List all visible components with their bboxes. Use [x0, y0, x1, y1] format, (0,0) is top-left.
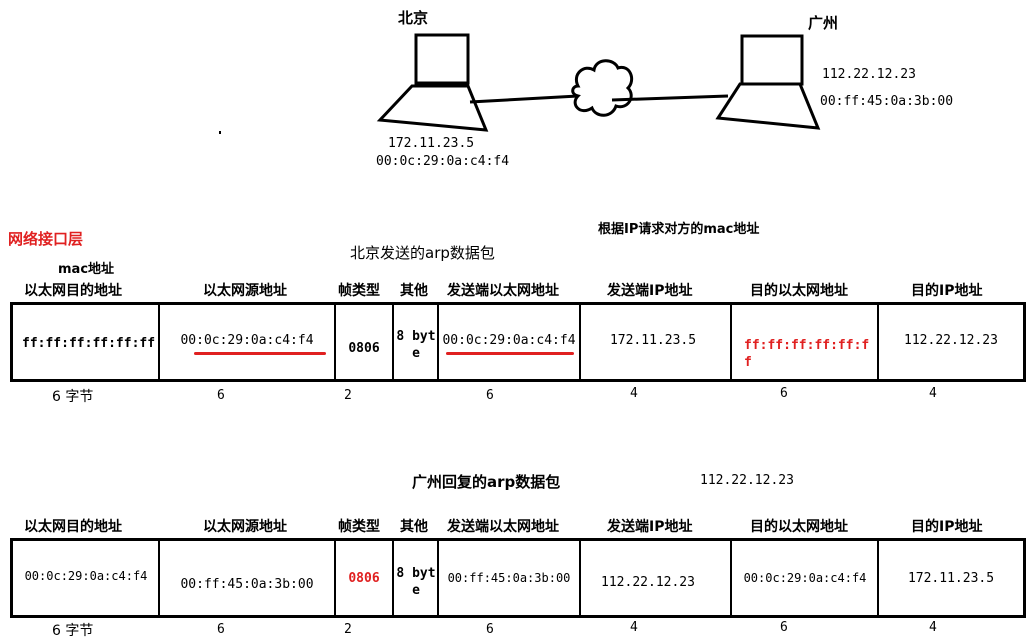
p2-size-target-ip: 4 [929, 620, 937, 635]
packet2-frame [10, 538, 1026, 618]
p1-header-src-mac: 以太网源地址 [203, 283, 287, 299]
p2-header-frame-type: 帧类型 [338, 519, 380, 535]
p2-cell-sender-ip: 112.22.12.23 [601, 574, 695, 590]
p1-header-frame-type: 帧类型 [338, 283, 380, 299]
p2-cell-other: 8 byte [396, 566, 436, 598]
p1-divider [730, 302, 732, 382]
p2-size-target-mac: 6 [780, 620, 788, 635]
p1-cell-sender-mac: 00:0c:29:0a:c4:f4 [442, 332, 576, 348]
p1-divider [437, 302, 439, 382]
p1-divider [579, 302, 581, 382]
p1-header-other: 其他 [400, 283, 428, 299]
packet2-side-note: 112.22.12.23 [700, 473, 794, 488]
p1-header-target-mac: 目的以太网地址 [750, 283, 848, 299]
network-topology-drawing [219, 33, 821, 134]
p2-cell-src-mac: 00:ff:45:0a:3b:00 [180, 576, 314, 592]
network-link-left [469, 94, 579, 104]
p2-divider [392, 538, 394, 618]
p2-header-sender-ip: 发送端IP地址 [607, 519, 693, 535]
p2-header-other: 其他 [400, 519, 428, 535]
p1-divider [877, 302, 879, 382]
p2-cell-sender-mac: 00:ff:45:0a:3b:00 [447, 571, 571, 585]
p1-size-sender-ip: 4 [630, 386, 638, 401]
p1-size-target-ip: 4 [929, 386, 937, 401]
p2-divider [158, 538, 160, 618]
p1-divider [334, 302, 336, 382]
p2-size-sender-ip: 4 [630, 620, 638, 635]
p2-divider [334, 538, 336, 618]
p1-cell-sender-ip: 172.11.23.5 [609, 332, 697, 348]
p2-cell-target-mac: 00:0c:29:0a:c4:f4 [743, 571, 867, 585]
p1-cell-src-mac: 00:0c:29:0a:c4:f4 [180, 332, 314, 348]
internet-cloud-icon [571, 59, 634, 117]
p1-size-dst-mac: 6 字节 [52, 389, 94, 405]
p2-divider [437, 538, 439, 618]
packet1-title: 北京发送的arp数据包 [350, 244, 495, 262]
beijing-ip: 172.11.23.5 [388, 136, 475, 151]
beijing-base-icon [376, 84, 489, 132]
guangzhou-monitor-icon [740, 34, 804, 86]
beijing-mac: 00:0c:29:0a:c4:f4 [376, 154, 510, 169]
p2-header-target-ip: 目的IP地址 [911, 519, 983, 535]
p1-cell-target-ip: 112.22.12.23 [904, 332, 998, 348]
p2-divider [579, 538, 581, 618]
p2-divider [730, 538, 732, 618]
request-note: 根据IP请求对方的mac地址 [598, 222, 760, 237]
beijing-label: 北京 [398, 9, 429, 27]
p2-cell-frame-type: 0806 [348, 570, 380, 586]
p2-cell-target-ip: 172.11.23.5 [907, 570, 995, 586]
p2-header-src-mac: 以太网源地址 [203, 519, 287, 535]
p1-divider [392, 302, 394, 382]
guangzhou-ip: 112.22.12.23 [822, 67, 916, 82]
p1-size-src-mac: 6 [217, 388, 225, 403]
p2-size-dst-mac: 6 字节 [52, 623, 94, 639]
p1-cell-dst-mac: ff:ff:ff:ff:ff:ff [22, 335, 156, 351]
packet1-mac-note: mac地址 [58, 262, 115, 277]
layer-label: 网络接口层 [8, 230, 84, 248]
packet1-frame [10, 302, 1026, 382]
p1-header-dst-mac: 以太网目的地址 [24, 283, 122, 299]
guangzhou-label: 广州 [808, 14, 839, 32]
p1-size-frame-type: 2 [344, 388, 352, 403]
p2-divider [877, 538, 879, 618]
p2-size-sender-mac: 6 [486, 622, 494, 637]
p1-header-target-ip: 目的IP地址 [911, 283, 983, 299]
beijing-monitor-icon [414, 33, 470, 85]
p1-header-sender-ip: 发送端IP地址 [607, 283, 693, 299]
guangzhou-base-icon [715, 82, 821, 130]
p1-cell-other: 8 byte [396, 329, 436, 361]
p1-header-sender-mac: 发送端以太网地址 [447, 283, 559, 299]
p2-header-dst-mac: 以太网目的地址 [24, 519, 122, 535]
stray-dot [219, 131, 221, 134]
p1-cell-frame-type: 0806 [348, 340, 380, 356]
p1-size-sender-mac: 6 [486, 388, 494, 403]
p2-cell-dst-mac: 00:0c:29:0a:c4:f4 [24, 569, 148, 583]
p2-size-src-mac: 6 [217, 622, 225, 637]
p1-divider [158, 302, 160, 382]
packet2-title: 广州回复的arp数据包 [412, 473, 561, 491]
p2-header-target-mac: 目的以太网地址 [750, 519, 848, 535]
p1-size-target-mac: 6 [780, 386, 788, 401]
p1-src-mac-underline [194, 352, 326, 355]
guangzhou-mac: 00:ff:45:0a:3b:00 [820, 94, 954, 109]
p2-header-sender-mac: 发送端以太网地址 [447, 519, 559, 535]
p1-sender-mac-underline [446, 352, 574, 355]
p2-size-frame-type: 2 [344, 622, 352, 637]
p1-cell-target-mac: ff:ff:ff:ff:ff:ff [744, 338, 870, 370]
